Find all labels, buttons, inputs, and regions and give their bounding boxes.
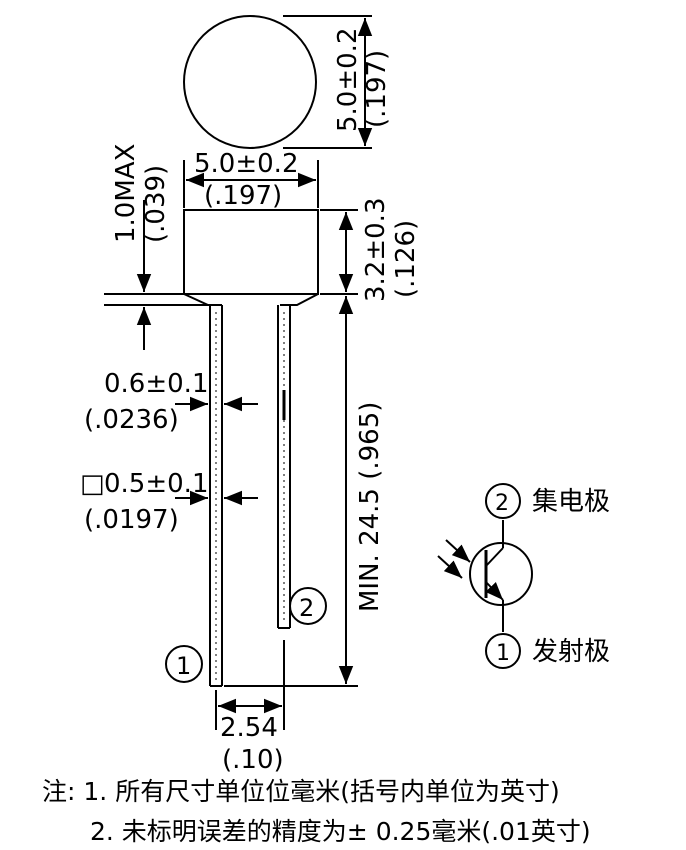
collector-num: 2 [495,491,509,516]
collector-label: 集电极 [532,487,610,517]
top-view-circle [183,15,317,149]
body-width-in-text: (.197) [204,181,282,211]
note-prefix: 注: [42,777,76,806]
emitter-label: 发射极 [532,637,610,667]
body-rect [183,209,319,295]
note-2: 2. 未标明误差的精度为± 0.25毫米(.01英寸) [90,812,686,848]
square-symbol: □ [80,469,105,499]
pitch-in-text: (.10) [222,745,284,775]
square-lead-in-text: (.0197) [84,505,179,535]
note-2-text: 2. 未标明误差的精度为± 0.25毫米(.01英寸) [90,817,591,846]
pin2-label: 2 [299,594,314,622]
top-diameter-in-text: (.197) [362,50,392,128]
emitter-num: 1 [496,641,510,666]
lead-dia-text: 0.6±0.1 [104,369,208,399]
body-width-text: 5.0±0.2 [194,149,298,179]
square-lead-text: 0.5±0.1 [104,469,208,499]
lead-length-text: MIN. 24.5 (.965) [355,402,385,612]
flange-in-text: (.039) [141,165,171,243]
body-height-in-text: (.126) [391,220,421,298]
transistor-symbol-circle [469,542,533,606]
pitch-text: 2.54 [220,713,278,743]
note-1-text: 1. 所有尺寸单位位毫米(括号内单位为英寸) [83,777,560,806]
lead-dia-in-text: (.0236) [84,405,179,435]
body-height-text: 3.2±0.3 [361,198,391,302]
pin1-label: 1 [176,652,191,680]
note-1: 注: 1. 所有尺寸单位位毫米(括号内单位为英寸) [42,772,686,808]
top-diameter-text: 5.0±0.2 [333,28,363,132]
flange-text: 1.0MAX [111,144,141,243]
